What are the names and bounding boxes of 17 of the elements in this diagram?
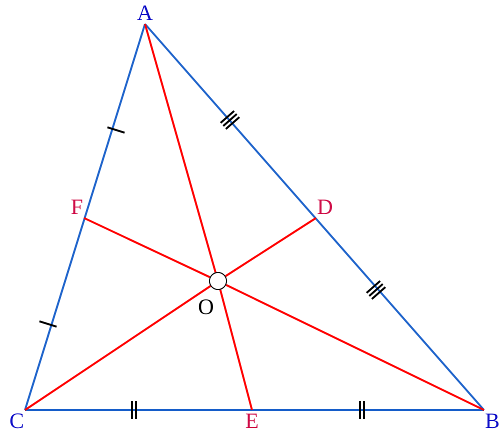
vertex-label: F bbox=[70, 196, 84, 218]
median-line bbox=[219, 289, 253, 410]
vertex-label: B bbox=[484, 410, 500, 432]
median-line bbox=[226, 284, 484, 411]
vertex-label: C bbox=[8, 410, 25, 432]
median-line bbox=[144, 24, 216, 273]
centroid-circle bbox=[209, 272, 227, 290]
vertex-label: E bbox=[244, 410, 260, 432]
median-line bbox=[225, 217, 317, 277]
vertex-label: A bbox=[136, 2, 154, 24]
triangle-side bbox=[24, 24, 146, 410]
triangle-side bbox=[144, 23, 485, 411]
triangle-side bbox=[25, 409, 484, 411]
median-line bbox=[84, 217, 210, 278]
vertex-label: D bbox=[316, 196, 334, 218]
median-line bbox=[24, 285, 212, 411]
point-label: O bbox=[197, 296, 215, 318]
